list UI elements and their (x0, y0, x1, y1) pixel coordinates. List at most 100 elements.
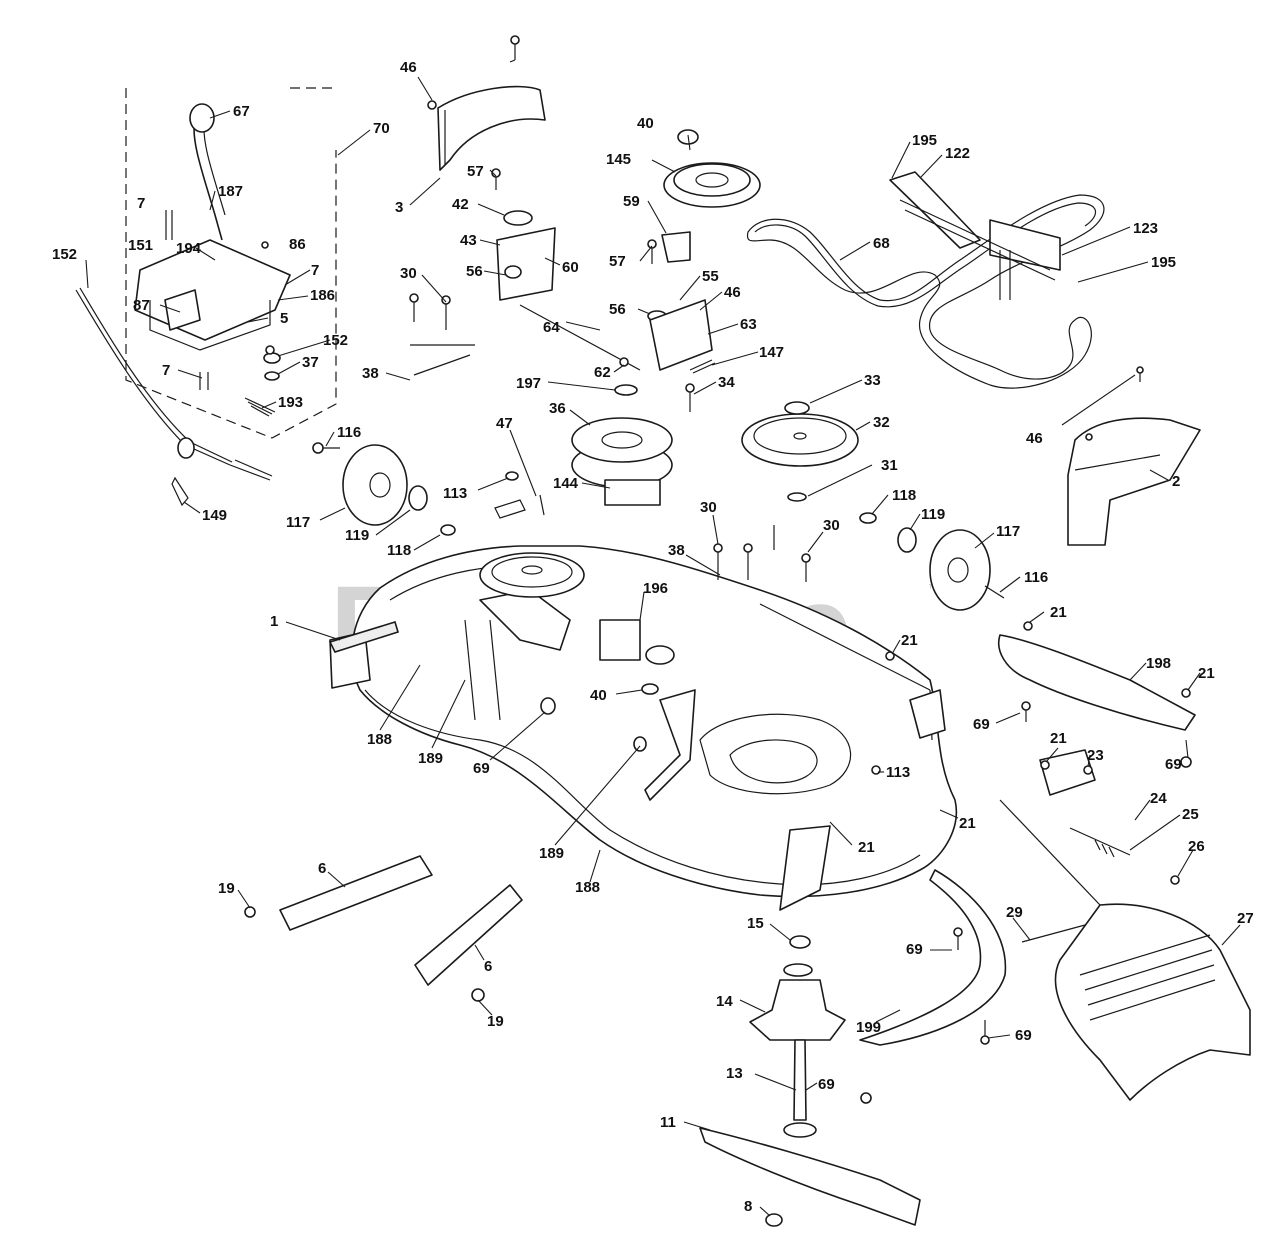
callout: 31 (881, 457, 898, 474)
gauge-wheel-left[interactable] (342, 444, 428, 526)
lift-lever-assembly[interactable] (75, 87, 338, 507)
callout: 187 (218, 183, 243, 200)
callout: 123 (1133, 220, 1158, 237)
leader-lines (85, 76, 1241, 1217)
callout: 118 (387, 542, 411, 559)
callout: 43 (460, 232, 477, 249)
callout: 26 (1188, 838, 1205, 855)
callout: 86 (289, 236, 306, 253)
callout: 7 (311, 262, 319, 279)
callout: 87 (133, 297, 150, 314)
callout: 47 (496, 415, 513, 432)
belt-guard-left[interactable] (437, 85, 546, 171)
callout: 199 (856, 1019, 881, 1036)
belt-guard-right[interactable] (1067, 417, 1201, 546)
callout: 15 (747, 915, 764, 932)
callout: 1 (270, 613, 278, 630)
pulley-36[interactable] (571, 417, 673, 506)
callout: 57 (609, 253, 626, 270)
callout: 119 (921, 506, 945, 523)
callout: 69 (973, 716, 990, 733)
callout: 38 (362, 365, 379, 382)
callout: 24 (1150, 790, 1167, 807)
callout: 63 (740, 316, 757, 333)
callout: 62 (594, 364, 611, 381)
callout: 46 (1026, 430, 1043, 447)
pulley-145[interactable] (663, 162, 761, 208)
callout: 30 (700, 499, 717, 516)
callout: 46 (724, 284, 741, 301)
hardware (244, 35, 1192, 1104)
baffle-198[interactable] (998, 634, 1196, 731)
bracket-23[interactable] (1039, 749, 1096, 796)
callout: 21 (901, 632, 918, 649)
callout: 196 (643, 580, 668, 597)
callout: 59 (623, 193, 640, 210)
callout: 7 (162, 362, 170, 379)
pulley-32[interactable] (741, 413, 859, 467)
callout: 118 (892, 487, 916, 504)
callout: 147 (759, 344, 784, 361)
callout: 21 (1050, 730, 1067, 747)
callout: 149 (202, 507, 227, 524)
callout: 193 (278, 394, 303, 411)
callout: 38 (668, 542, 685, 559)
callout: 117 (286, 514, 310, 531)
gauge-wheel-right[interactable] (897, 527, 991, 611)
callout: 188 (367, 731, 392, 748)
callout: 189 (418, 750, 443, 767)
callout: 69 (818, 1076, 835, 1093)
callout: 19 (218, 880, 235, 897)
callout: 14 (716, 993, 733, 1010)
spring-25[interactable] (1069, 827, 1131, 858)
callout: 11 (660, 1114, 676, 1131)
callout: 13 (726, 1065, 743, 1082)
spindle-assembly[interactable] (749, 935, 846, 1138)
callout: 7 (137, 195, 145, 212)
callout: 30 (823, 517, 840, 534)
callouts: 46 67 70 3 40 145 195 122 187 57 42 59 7… (52, 59, 1254, 1215)
callout: 195 (1151, 254, 1176, 271)
callout: 69 (1015, 1027, 1032, 1044)
callout: 116 (337, 424, 361, 441)
callout: 37 (302, 354, 319, 371)
blade[interactable] (699, 1127, 921, 1226)
callout: 23 (1087, 747, 1104, 764)
callout: 69 (906, 941, 923, 958)
callout: 67 (233, 103, 250, 120)
callout: 25 (1182, 806, 1199, 823)
tension-bracket[interactable] (889, 171, 1061, 300)
callout: 8 (744, 1198, 752, 1215)
callout: 3 (395, 199, 403, 216)
mower-deck[interactable] (328, 545, 958, 911)
callout: 40 (590, 687, 607, 704)
callout: 34 (718, 374, 735, 391)
blade-bolt-8[interactable] (765, 1213, 783, 1227)
callout: 69 (473, 760, 490, 777)
callout: 21 (858, 839, 875, 856)
callout: 68 (873, 235, 890, 252)
callout: 6 (484, 958, 492, 975)
guide-line (999, 799, 1101, 906)
callout: 33 (864, 372, 881, 389)
callout: 151 (128, 237, 153, 254)
callout: 189 (539, 845, 564, 862)
callout: 122 (945, 145, 970, 162)
callout: 113 (443, 485, 467, 502)
callout: 5 (280, 310, 288, 327)
callout: 19 (487, 1013, 504, 1030)
callout: 188 (575, 879, 600, 896)
mount-arm-6-bottom[interactable] (414, 884, 523, 986)
callout: 27 (1237, 910, 1254, 927)
deflector-27[interactable] (1054, 903, 1251, 1101)
callout: 21 (959, 815, 976, 832)
callout: 56 (609, 301, 626, 318)
mount-arm-6-top[interactable] (279, 855, 433, 931)
baffle-199[interactable] (859, 869, 1007, 1046)
callout: 2 (1172, 473, 1180, 490)
callout: 56 (466, 263, 483, 280)
callout: 119 (345, 527, 369, 544)
drive-belt[interactable] (746, 194, 1105, 389)
rod-29[interactable] (1021, 924, 1086, 943)
callout: 57 (467, 163, 484, 180)
